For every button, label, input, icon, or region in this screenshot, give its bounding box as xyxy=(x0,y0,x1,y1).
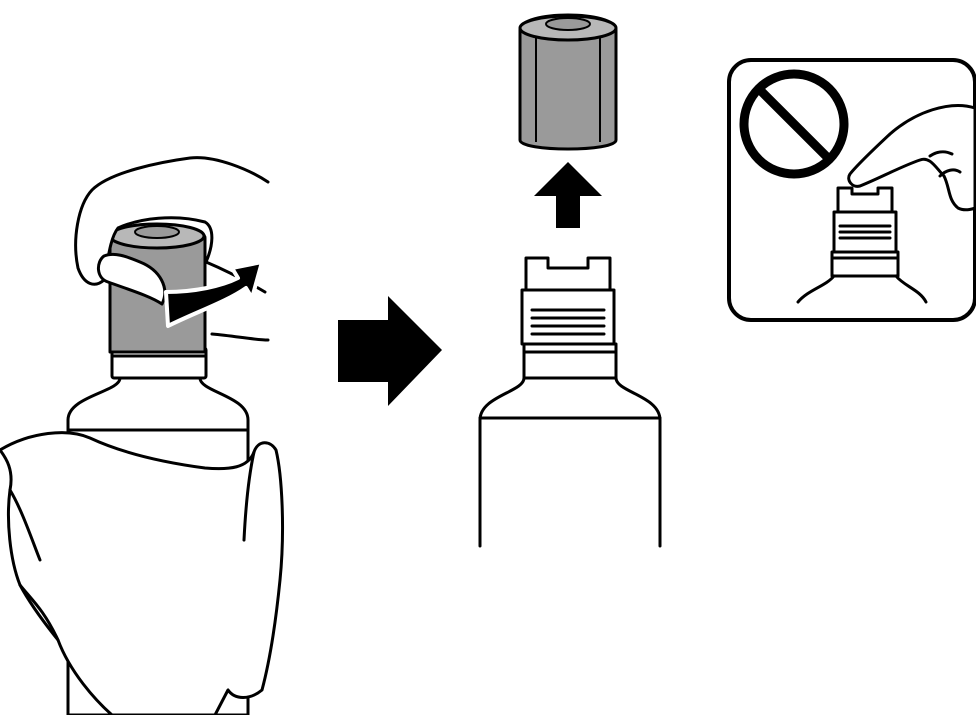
bottle-nozzle xyxy=(526,258,610,290)
holding-hand xyxy=(0,433,283,715)
bottle-body-center xyxy=(480,378,660,546)
step-2-cap-removed-illustration xyxy=(480,15,660,546)
warning-do-not-touch-panel xyxy=(729,60,975,320)
next-step-arrow-icon xyxy=(338,296,442,406)
step-1-twist-cap-illustration xyxy=(0,158,283,715)
bottle-collar xyxy=(524,344,616,378)
lift-up-arrow-icon xyxy=(534,162,602,228)
